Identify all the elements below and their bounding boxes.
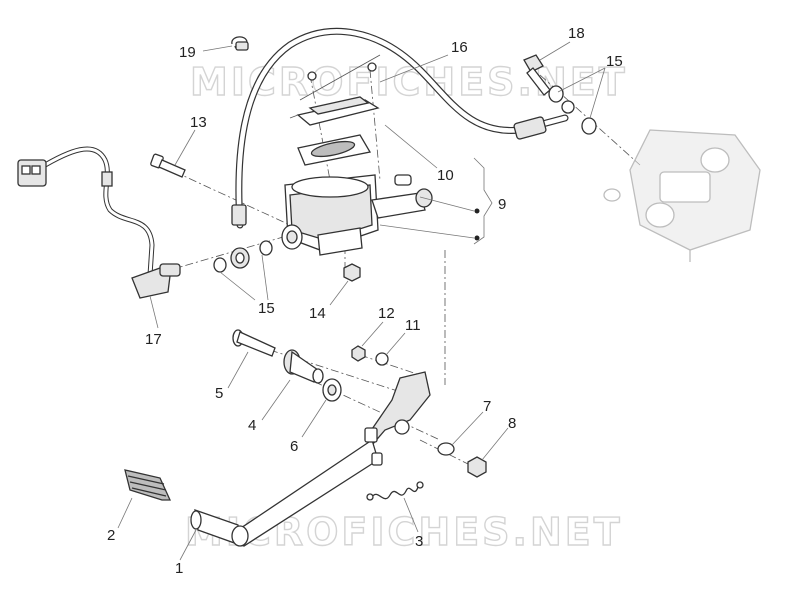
callout-15-left: 15 [258, 300, 275, 317]
bolt-13 [150, 153, 186, 178]
washer-11 [375, 352, 389, 366]
callout-17: 17 [145, 331, 162, 348]
brake-light-switch [17, 146, 181, 299]
master-cylinder [281, 174, 433, 256]
callout-15-right: 15 [606, 53, 623, 70]
callout-9: 9 [498, 196, 506, 213]
callout-10: 10 [437, 167, 454, 184]
washers-15-right [548, 85, 597, 135]
leader-lines [117, 41, 606, 561]
callout-5: 5 [215, 385, 223, 402]
group-bracket-9 [379, 157, 493, 245]
bushing-4 [283, 349, 324, 384]
brake-pedal-1 [190, 371, 431, 547]
callout-18: 18 [568, 25, 585, 42]
washers-15-left [213, 240, 273, 273]
callout-16: 16 [451, 39, 468, 56]
callout-1: 1 [175, 560, 183, 577]
pedal-rubber-2 [124, 469, 172, 501]
callout-labels: 19 16 18 15 13 10 9 15 14 17 12 11 5 4 6… [107, 25, 623, 577]
callout-14: 14 [309, 305, 326, 322]
clip-19 [231, 36, 249, 51]
nut-14 [343, 263, 361, 282]
nut-12 [351, 345, 366, 362]
callout-7: 7 [483, 398, 491, 415]
callout-12: 12 [378, 305, 395, 322]
callout-2: 2 [107, 527, 115, 544]
callout-8: 8 [508, 415, 516, 432]
washer-7 [437, 442, 455, 456]
callout-4: 4 [248, 417, 256, 434]
nut-8 [467, 456, 487, 478]
pushrod-bolt-5 [232, 329, 276, 357]
callout-13: 13 [190, 114, 207, 131]
reservoir-cap [289, 54, 381, 166]
washer-6 [322, 378, 342, 402]
banjo-bolt-18 [523, 54, 551, 96]
callout-3: 3 [415, 533, 423, 550]
callout-19: 19 [179, 44, 196, 61]
brake-hose [231, 27, 575, 229]
callout-11: 11 [405, 317, 421, 334]
brake-caliper [603, 129, 761, 262]
return-spring-3 [366, 481, 424, 501]
callout-6: 6 [290, 438, 298, 455]
